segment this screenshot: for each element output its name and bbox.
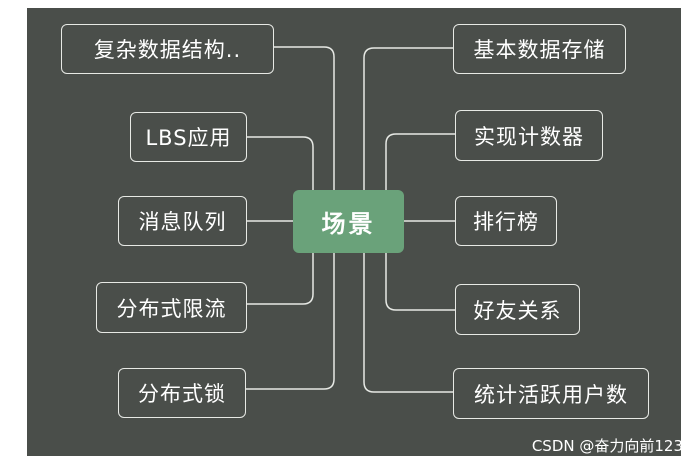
node-distributed-rate-limit[interactable]: 分布式限流 <box>96 282 247 333</box>
node-friend-relations[interactable]: 好友关系 <box>455 284 580 335</box>
node-basic-data-storage[interactable]: 基本数据存储 <box>453 24 626 74</box>
node-counter[interactable]: 实现计数器 <box>455 110 603 161</box>
node-label: 实现计数器 <box>474 124 584 149</box>
link-right-0 <box>363 47 453 190</box>
node-label: 基本数据存储 <box>473 38 606 62</box>
node-distributed-lock[interactable]: 分布式锁 <box>118 368 246 418</box>
link-right-1 <box>385 133 455 190</box>
node-label: 分布式锁 <box>138 382 226 406</box>
node-label: 分布式限流 <box>116 296 227 321</box>
link-right-4 <box>363 253 453 393</box>
node-complex-data-structures[interactable]: 复杂数据结构.. <box>61 24 274 74</box>
link-left-3 <box>247 253 314 305</box>
node-label: 统计活跃用户数 <box>474 382 628 407</box>
node-label: 好友关系 <box>473 298 562 323</box>
link-left-0 <box>274 46 335 190</box>
node-label: 排行榜 <box>473 210 539 234</box>
node-leaderboard[interactable]: 排行榜 <box>455 196 557 246</box>
link-left-1 <box>247 136 314 190</box>
link-left-4 <box>246 253 335 390</box>
center-label: 场景 <box>321 210 376 238</box>
node-active-user-stats[interactable]: 统计活跃用户数 <box>453 368 649 419</box>
center-node[interactable]: 场景 <box>293 190 404 253</box>
watermark: CSDN @奋力向前123 <box>531 437 683 455</box>
link-right-3 <box>385 253 455 311</box>
node-label: LBS应用 <box>145 126 232 150</box>
node-label: 复杂数据结构.. <box>93 38 242 62</box>
node-lbs-app[interactable]: LBS应用 <box>130 112 247 162</box>
node-label: 消息队列 <box>138 210 227 234</box>
node-message-queue[interactable]: 消息队列 <box>118 196 247 246</box>
